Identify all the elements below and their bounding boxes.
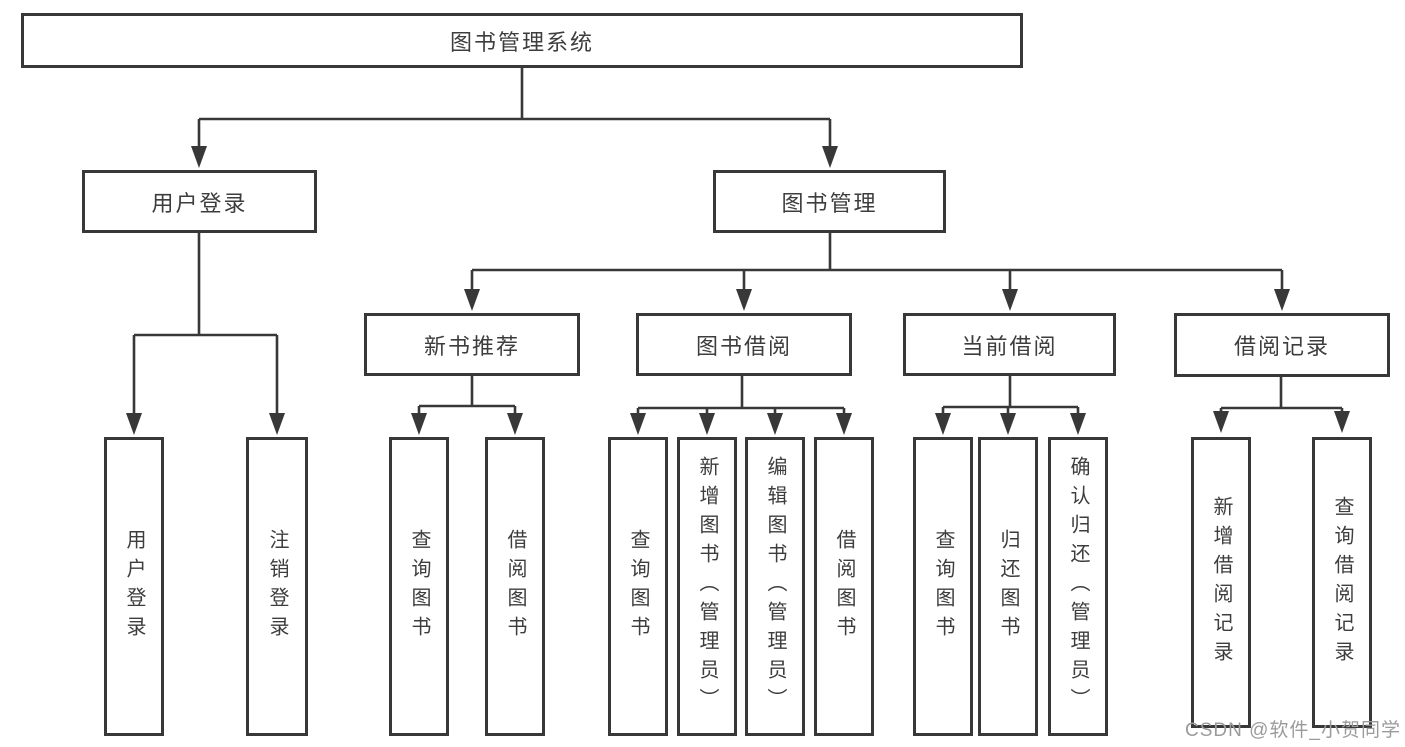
arrow-down-icon <box>464 289 480 311</box>
arrow-down-icon <box>1000 413 1016 435</box>
leaf-add-book-admin: 新增图书（管理员） <box>677 437 737 736</box>
node-book-borrowing: 图书借阅 <box>636 313 852 376</box>
leaf-confirm-return-admin: 确认归还（管理员） <box>1048 437 1108 736</box>
arrow-down-icon <box>269 413 285 435</box>
node-label: 图书借阅 <box>695 333 792 359</box>
leaf-query-books-recommend: 查询图书 <box>389 437 449 736</box>
node-label: 图书管理系统 <box>449 29 594 55</box>
arrow-down-icon <box>507 413 523 435</box>
node-label: 用户登录 <box>151 190 248 216</box>
leaf-user-login: 用户登录 <box>104 437 164 736</box>
node-label: 图书管理 <box>781 190 878 216</box>
leaf-logout: 注销登录 <box>246 437 308 736</box>
node-current-borrowing: 当前借阅 <box>903 313 1116 376</box>
arrow-down-icon <box>191 146 207 168</box>
leaf-borrow-books-recommend: 借阅图书 <box>485 437 545 736</box>
leaf-edit-book-admin: 编辑图书（管理员） <box>745 437 805 736</box>
node-user-login: 用户登录 <box>82 170 317 233</box>
leaf-label: 用户登录 <box>123 528 145 645</box>
node-book-management: 图书管理 <box>713 170 946 233</box>
leaf-label: 查询图书 <box>627 528 649 645</box>
arrow-down-icon <box>935 413 951 435</box>
leaf-label: 查询图书 <box>408 528 430 645</box>
arrow-down-icon <box>699 413 715 435</box>
leaf-add-borrow-record: 新增借阅记录 <box>1191 437 1251 728</box>
leaf-label: 确认归还（管理员） <box>1067 456 1089 717</box>
leaf-label: 新增借阅记录 <box>1210 495 1232 670</box>
arrow-down-icon <box>1274 289 1290 311</box>
arrow-down-icon <box>1002 289 1018 311</box>
csdn-watermark: CSDN @软件_小贺同学 <box>1185 720 1401 741</box>
arrow-down-icon <box>630 413 646 435</box>
node-label: 当前借阅 <box>961 333 1058 359</box>
leaf-return-books: 归还图书 <box>978 437 1038 736</box>
leaf-label: 归还图书 <box>997 528 1019 645</box>
leaf-label: 借阅图书 <box>833 528 855 645</box>
node-new-book-recommend: 新书推荐 <box>364 313 580 376</box>
arrow-down-icon <box>1213 411 1229 433</box>
arrow-down-icon <box>822 146 838 168</box>
leaf-label: 注销登录 <box>266 528 288 645</box>
node-library-system: 图书管理系统 <box>21 13 1023 68</box>
leaf-label: 新增图书（管理员） <box>696 456 718 717</box>
node-borrowing-records: 借阅记录 <box>1174 313 1390 377</box>
node-label: 新书推荐 <box>423 333 520 359</box>
arrow-down-icon <box>736 289 752 311</box>
arrow-down-icon <box>1070 413 1086 435</box>
leaf-query-books-borrow: 查询图书 <box>608 437 668 736</box>
node-label: 借阅记录 <box>1233 334 1330 359</box>
leaf-borrow-books: 借阅图书 <box>814 437 874 736</box>
leaf-query-books-current: 查询图书 <box>913 437 973 736</box>
arrow-down-icon <box>1334 411 1350 433</box>
arrow-down-icon <box>411 413 427 435</box>
arrow-down-icon <box>126 413 142 435</box>
arrow-down-icon <box>836 413 852 435</box>
arrow-down-icon <box>767 413 783 435</box>
leaf-query-borrow-record: 查询借阅记录 <box>1312 437 1372 728</box>
leaf-label: 编辑图书（管理员） <box>764 456 786 717</box>
leaf-label: 查询借阅记录 <box>1331 495 1353 670</box>
leaf-label: 查询图书 <box>932 528 954 645</box>
leaf-label: 借阅图书 <box>504 528 526 645</box>
